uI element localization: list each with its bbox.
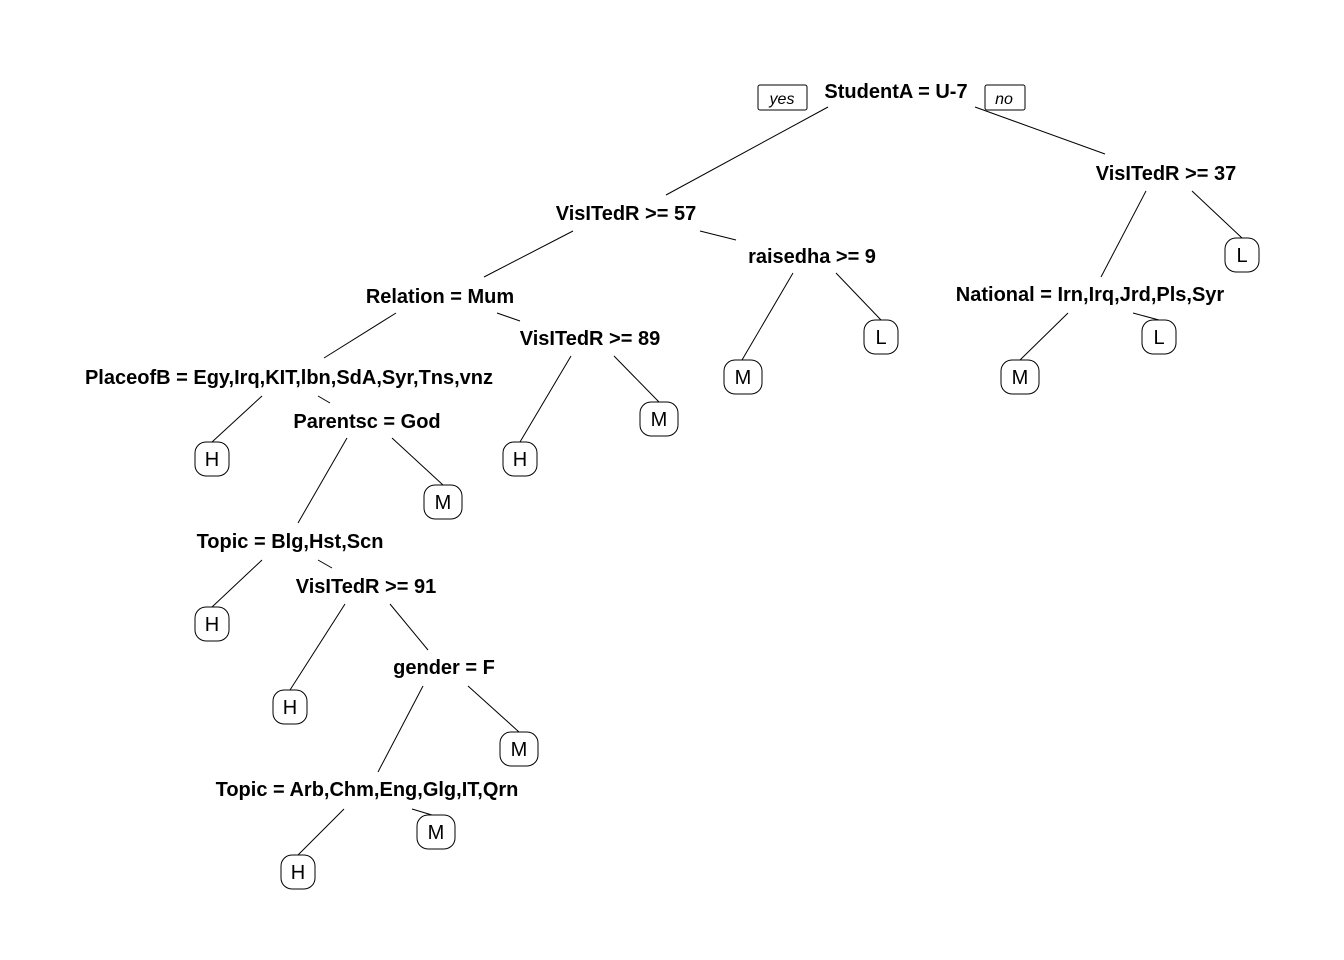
leaf-label: M — [1012, 367, 1029, 389]
edge-n5-l10 — [741, 272, 794, 361]
edge-n17-l35 — [391, 437, 444, 486]
split-node-studenta: StudentA = U-7 — [824, 81, 967, 103]
edge-n8-l16 — [211, 395, 263, 443]
leaf-label: L — [1236, 245, 1247, 267]
leaf-label: M — [511, 739, 528, 761]
edge-n5-l11 — [835, 272, 882, 321]
edge-n3-l7 — [1191, 190, 1243, 239]
leaf-label: M — [428, 822, 445, 844]
leaf-label: M — [435, 492, 452, 514]
edge-n278-l556 — [297, 808, 345, 856]
leaf-label: H — [205, 614, 219, 636]
leaf-node: H — [502, 441, 538, 477]
leaf-label: L — [875, 327, 886, 349]
split-node-visitedr-91: VisITedR >= 91 — [296, 576, 436, 598]
edge-n1-n3 — [974, 106, 1106, 155]
edge-n34-l68 — [211, 559, 263, 608]
leaf-label: H — [283, 697, 297, 719]
edge-n17-n34 — [297, 437, 348, 524]
split-node-topic-arb: Topic = Arb,Chm,Eng,Glg,IT,Qrn — [216, 779, 519, 801]
leaf-node: L — [1141, 319, 1177, 355]
edge-n69-n139 — [389, 603, 429, 651]
edge-n278-l557 — [411, 808, 433, 816]
yes-label: yes — [757, 84, 808, 111]
leaf-node: H — [194, 441, 230, 477]
split-node-gender: gender = F — [393, 657, 495, 679]
no-label: no — [984, 84, 1026, 111]
edge-n6-l13 — [1132, 312, 1160, 321]
leaf-node: M — [639, 401, 679, 437]
leaf-node: H — [194, 606, 230, 642]
leaf-label: H — [291, 862, 305, 884]
edge-n34-n69 — [317, 559, 333, 569]
leaf-label: H — [513, 449, 527, 471]
leaf-node: M — [416, 814, 456, 850]
split-node-placeofb: PlaceofB = Egy,Irq,KIT,lbn,SdA,Syr,Tns,v… — [85, 367, 493, 389]
split-node-raisedha: raisedha >= 9 — [748, 246, 876, 268]
leaf-nodes: L L M L M H M H — [194, 237, 1260, 890]
split-nodes: StudentA = U-7 VisITedR >= 57 VisITedR >… — [85, 81, 1236, 801]
leaf-label: M — [651, 409, 668, 431]
leaf-label: H — [205, 449, 219, 471]
edge-n9-l18 — [519, 355, 572, 443]
leaf-node: H — [280, 854, 316, 890]
tree-edges — [211, 106, 1243, 856]
edge-n6-l12 — [1019, 312, 1069, 361]
split-node-national: National = Irn,Irq,Jrd,Pls,Syr — [956, 284, 1225, 306]
edge-n2-n4 — [483, 230, 574, 278]
split-node-parentsc: Parentsc = God — [293, 411, 440, 433]
edge-n9-l19 — [613, 355, 660, 403]
split-node-visitedr-57: VisITedR >= 57 — [556, 203, 696, 225]
leaf-node: H — [272, 689, 308, 725]
edge-n8-n17 — [317, 395, 331, 404]
split-node-topic-blg: Topic = Blg,Hst,Scn — [197, 531, 384, 553]
edge-n4-n9 — [496, 312, 521, 322]
leaf-label: L — [1153, 327, 1164, 349]
leaf-node: M — [423, 484, 463, 520]
edge-n1-n2 — [665, 106, 829, 196]
leaf-node: M — [723, 359, 763, 395]
leaf-label: M — [735, 367, 752, 389]
edge-n139-n278 — [377, 685, 424, 773]
split-node-visitedr-89: VisITedR >= 89 — [520, 328, 660, 350]
edge-n4-n8 — [323, 312, 397, 359]
edge-n139-l279 — [467, 685, 520, 733]
split-node-visitedr-37: VisITedR >= 37 — [1096, 163, 1236, 185]
leaf-node: L — [1224, 237, 1260, 273]
no-label-text: no — [995, 91, 1013, 108]
edge-n3-n6 — [1100, 190, 1147, 278]
leaf-node: M — [1000, 359, 1040, 395]
leaf-node: L — [863, 319, 899, 355]
edge-n69-l138 — [289, 603, 346, 691]
edge-n2-n5 — [699, 230, 737, 241]
leaf-node: M — [499, 731, 539, 767]
yes-label-text: yes — [769, 91, 795, 108]
split-node-relation: Relation = Mum — [366, 286, 514, 308]
